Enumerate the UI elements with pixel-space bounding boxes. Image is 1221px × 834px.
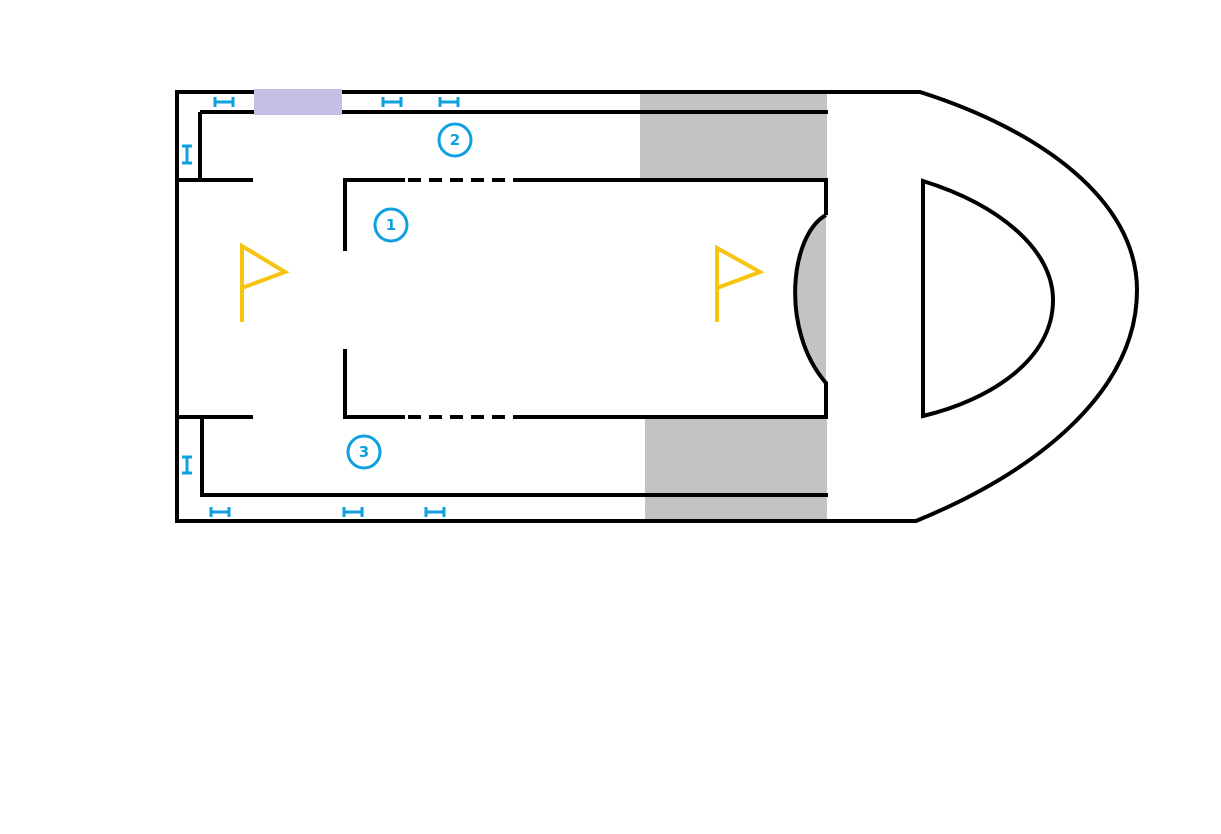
inner-d-wall: [921, 178, 1056, 419]
gap-marker-icons: [182, 97, 460, 517]
marker-1: 1: [373, 207, 409, 243]
outer-wall: [175, 90, 1140, 523]
flag-icon: [240, 242, 290, 322]
marker-label: 3: [359, 443, 369, 461]
main-room-wall-top: [343, 178, 828, 251]
flag-icon: [715, 244, 765, 322]
purple-zone: [254, 89, 342, 115]
marker-2: 2: [437, 122, 473, 158]
marker-label: 1: [386, 216, 396, 234]
main-room-arc-wall: [517, 213, 828, 419]
gray-zone-bottom: [645, 417, 827, 521]
corridor-top-wall: [177, 110, 828, 182]
gray-zone-top: [640, 92, 827, 180]
main-room-wall-bottom: [343, 349, 405, 419]
marker-label: 2: [450, 131, 460, 149]
marker-3: 3: [346, 434, 382, 470]
corridor-bottom-wall: [177, 415, 828, 497]
